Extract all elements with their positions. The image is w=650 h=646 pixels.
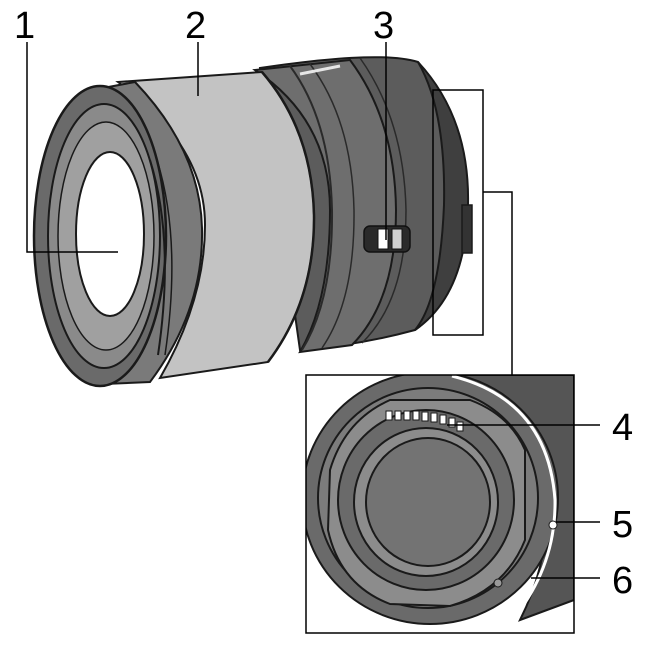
callout-1: 1 (14, 5, 35, 47)
zoom-connector (483, 191, 513, 375)
callout-lines (26, 42, 600, 579)
rear-view-inset (305, 374, 575, 634)
af-mf-switch (363, 225, 411, 253)
callout-6: 6 (612, 560, 633, 602)
leader-1 (26, 42, 118, 253)
callout-4: 4 (612, 407, 633, 449)
callout-2: 2 (185, 5, 206, 47)
mount-selection-box (432, 89, 484, 336)
lens-glass (75, 151, 145, 317)
lens-contacts (385, 410, 464, 432)
callout-numbers: 1 2 3 4 5 6 (14, 5, 633, 602)
rear-glass (365, 437, 491, 567)
middle-barrel (252, 58, 398, 354)
mount-index-mark (548, 520, 558, 530)
lens-body (32, 56, 473, 388)
inset-frame (305, 374, 575, 634)
callout-5: 5 (612, 504, 633, 546)
mount-tab (461, 204, 473, 254)
callout-3: 3 (373, 5, 394, 47)
mount-flange (414, 61, 470, 331)
